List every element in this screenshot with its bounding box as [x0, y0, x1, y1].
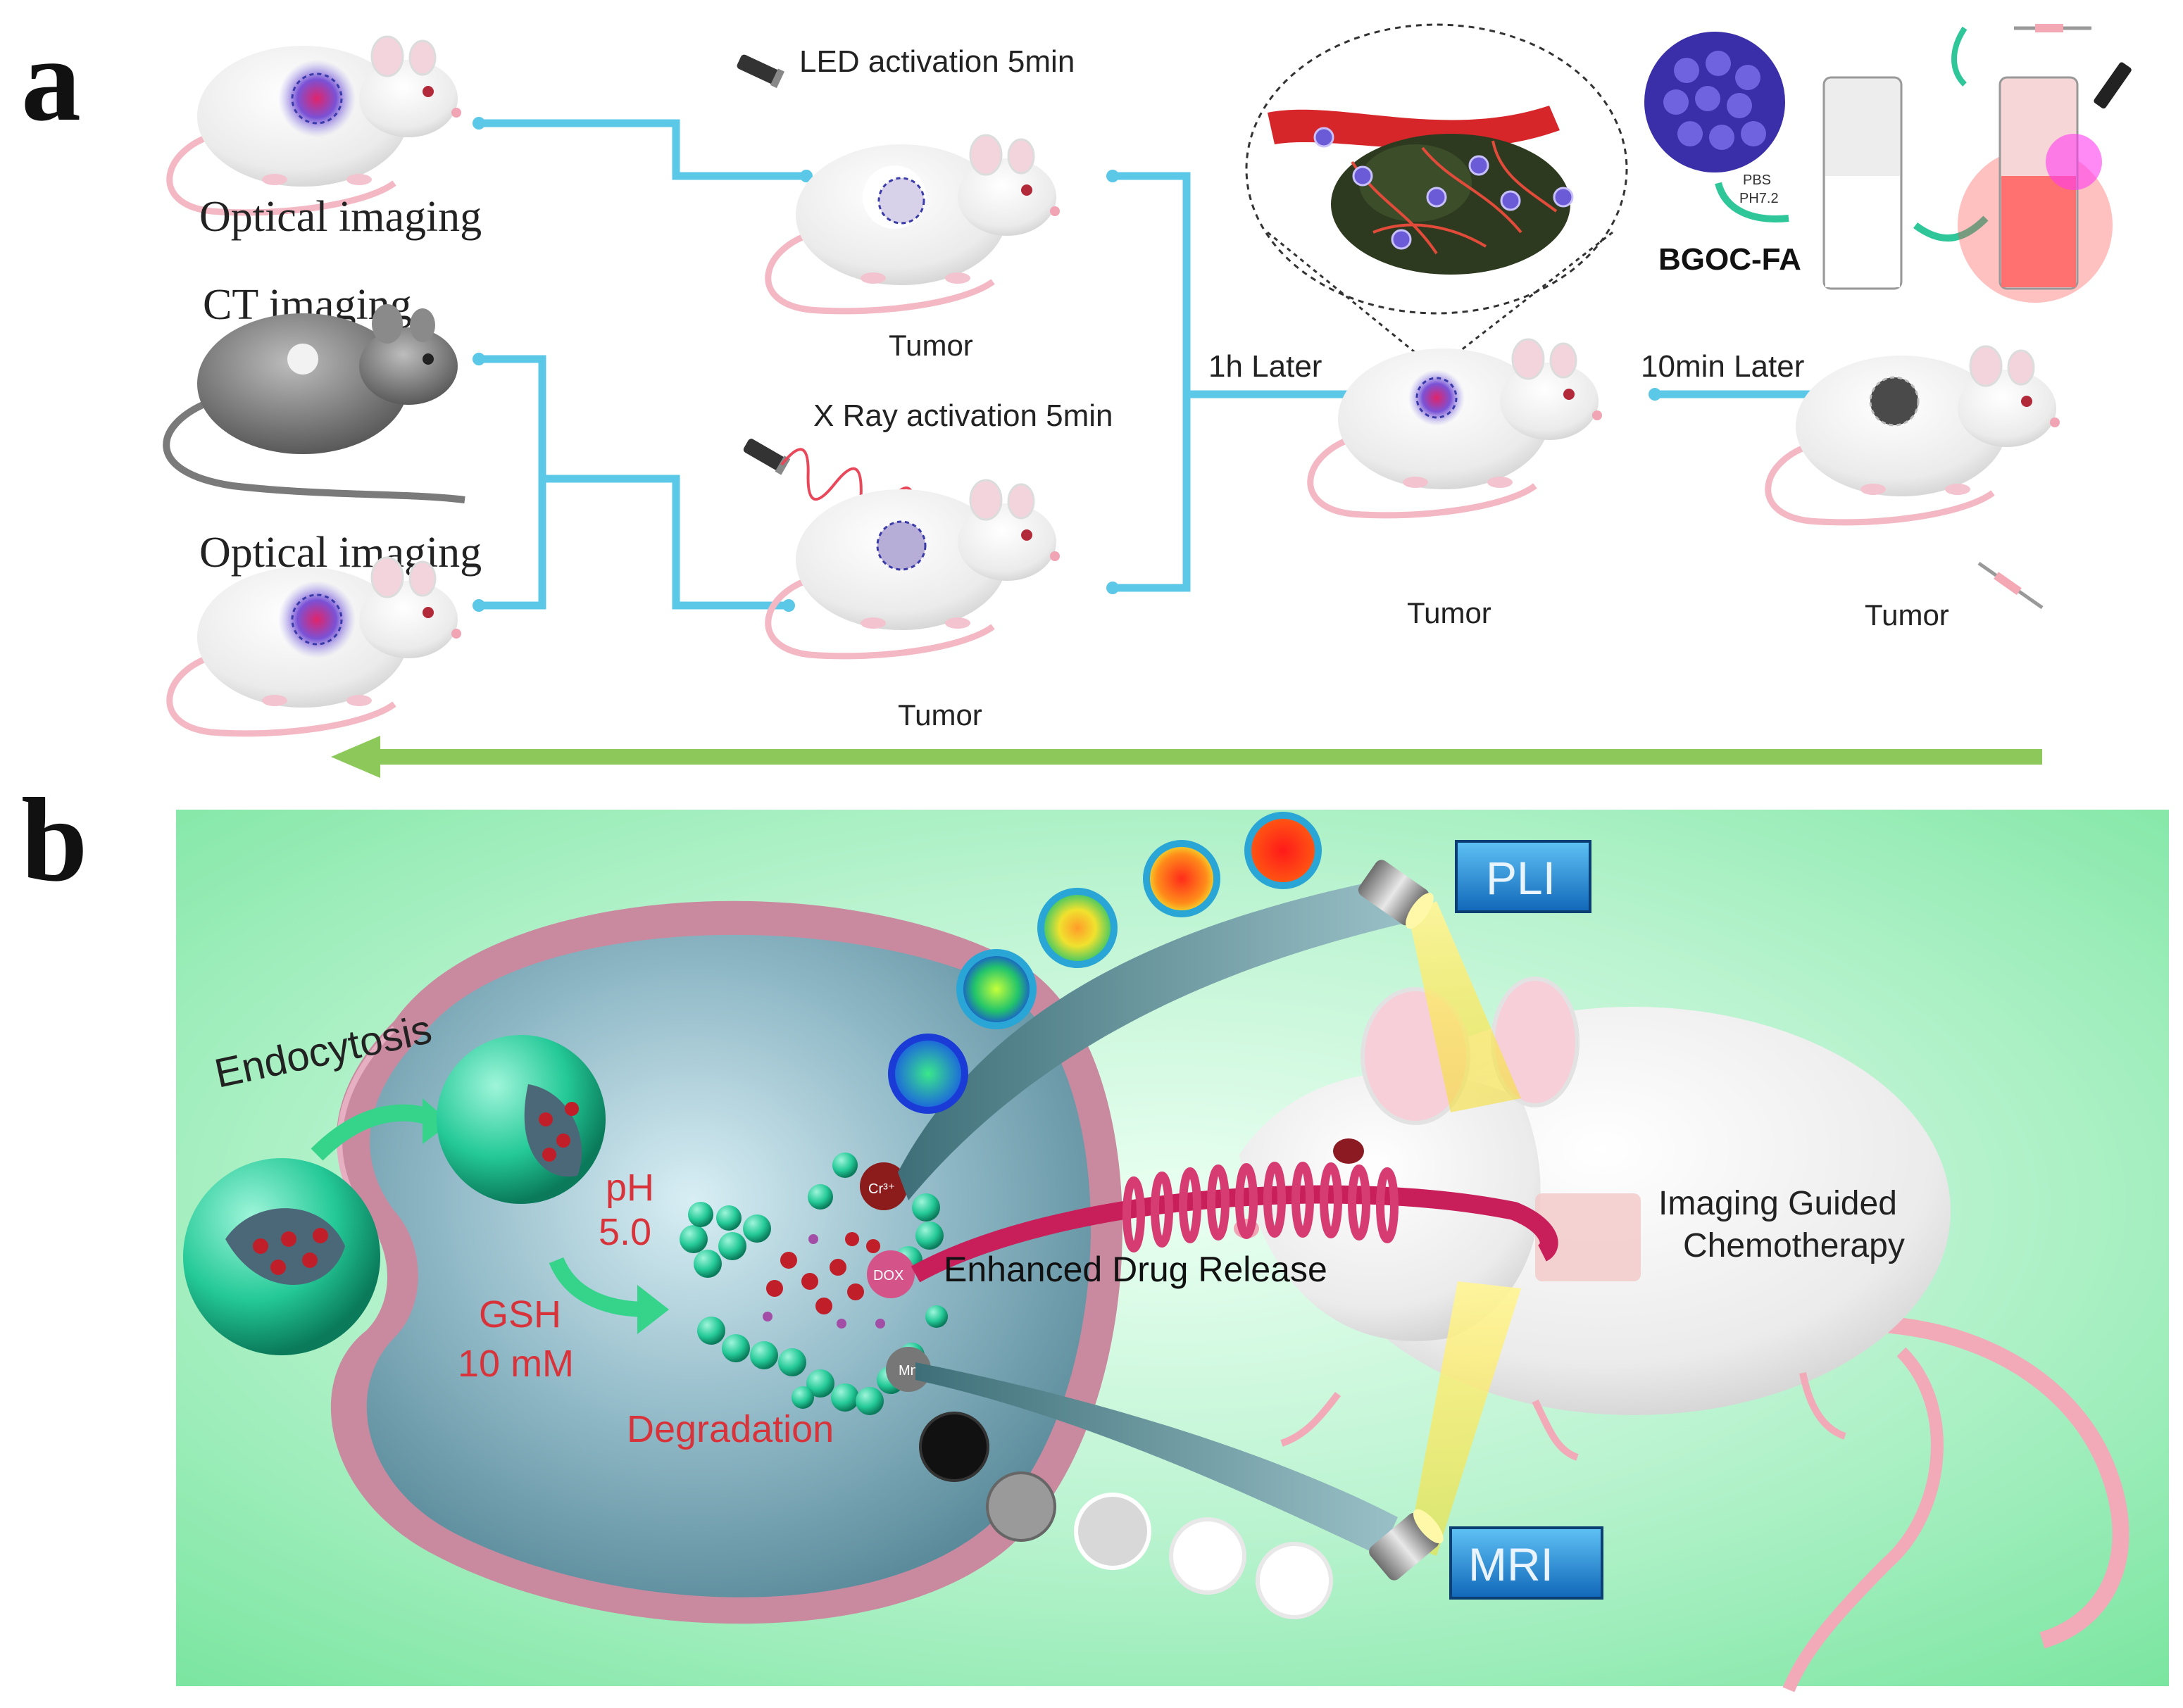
enhanced-drug-release-label: Enhanced Drug Release: [944, 1250, 1327, 1289]
tumor-vasculature-inset: [1245, 23, 1628, 357]
ph-label: PH7.2: [1739, 191, 1779, 206]
mouse-ct-grey: [163, 304, 465, 503]
vial-arrow: [1913, 215, 1989, 242]
tumor-right-label: Tumor: [1865, 598, 1949, 632]
dox-molecule: DOX: [867, 1250, 915, 1298]
svg-text:PLI: PLI: [1486, 852, 1556, 904]
ph-label-b: pH: [606, 1167, 654, 1209]
syringe-top-icon: [1951, 24, 2091, 87]
pli-badge: PLI: [1455, 840, 1591, 913]
pbs-label: PBS: [1743, 172, 1771, 188]
bgoc-fa-nanoparticle: [1644, 32, 1785, 172]
tumor-xray-label: Tumor: [898, 698, 982, 731]
vial-white: [1822, 76, 1903, 290]
panel-b-label: b: [21, 774, 88, 906]
drug-release-helix: [911, 1162, 1558, 1283]
mouse-tumor-right: [1768, 346, 2060, 522]
vial-glowing: [1958, 62, 2132, 303]
pli-signal-spots: [888, 812, 1322, 1114]
gsh-value: 10 mM: [458, 1343, 574, 1385]
optical-imaging-bottom-label: Optical imaging: [199, 529, 482, 577]
led-torch-icon: [737, 54, 784, 89]
mri-beam: [1408, 1281, 1521, 1556]
bgoc-fa-label: BGOC-FA: [1658, 242, 1801, 277]
imaging-guided-line2: Chemotherapy: [1683, 1227, 1905, 1264]
one-hour-later-label: 1h Later: [1208, 349, 1322, 384]
ph-value-b: 5.0: [599, 1211, 651, 1253]
degradation-arrowhead: [637, 1285, 669, 1334]
mouse-xray: [768, 480, 1060, 656]
svg-text:Mn: Mn: [899, 1363, 918, 1379]
mouse-led: [768, 135, 1060, 311]
degradation-label: Degradation: [627, 1408, 834, 1450]
pli-cone: [898, 877, 1408, 1200]
nanoparticle-sphere-outer: [183, 1158, 380, 1355]
bgoc-arrow: [1715, 182, 1789, 222]
mouse-large: [1234, 977, 2129, 1693]
pli-beam: [1408, 901, 1521, 1112]
cr-ion: Cr³⁺: [860, 1162, 908, 1210]
mouse-tumor-center: [1311, 339, 1602, 515]
mri-detector-icon: [1369, 1509, 1444, 1581]
mouse-optical-bottom: [170, 558, 461, 734]
connector-lines: [479, 119, 1824, 610]
xray-activation-label: X Ray activation 5min: [813, 398, 1113, 433]
svg-text:DOX: DOX: [873, 1268, 903, 1283]
endocytosis-arrowhead: [423, 1098, 451, 1144]
syringe-right-icon: [1977, 561, 2044, 610]
svg-text:Cr³⁺: Cr³⁺: [868, 1181, 895, 1197]
tumor-center-label: Tumor: [1407, 596, 1491, 629]
mri-badge: MRI: [1449, 1526, 1603, 1600]
pli-detector-icon: [1358, 860, 1434, 929]
degradation-arrow: [549, 1257, 649, 1317]
nanoparticle-sphere-inner: [437, 1035, 606, 1204]
xray-source-icon: [743, 439, 791, 475]
ten-min-later-label: 10min Later: [1641, 349, 1804, 384]
imaging-guided-line1: Imaging Guided: [1658, 1185, 1897, 1222]
gsh-label: GSH: [479, 1293, 561, 1336]
mri-cone: [915, 1362, 1398, 1556]
svg-text:MRI: MRI: [1468, 1538, 1553, 1590]
panel-a-label: a: [21, 13, 81, 146]
mri-signal-spots: [919, 1412, 1333, 1619]
led-activation-label: LED activation 5min: [799, 44, 1075, 79]
mouse-optical-top: [170, 37, 461, 213]
tumor-led-label: Tumor: [889, 329, 973, 362]
optical-imaging-top-label: Optical imaging: [199, 193, 482, 241]
return-arrow: [331, 736, 2042, 778]
